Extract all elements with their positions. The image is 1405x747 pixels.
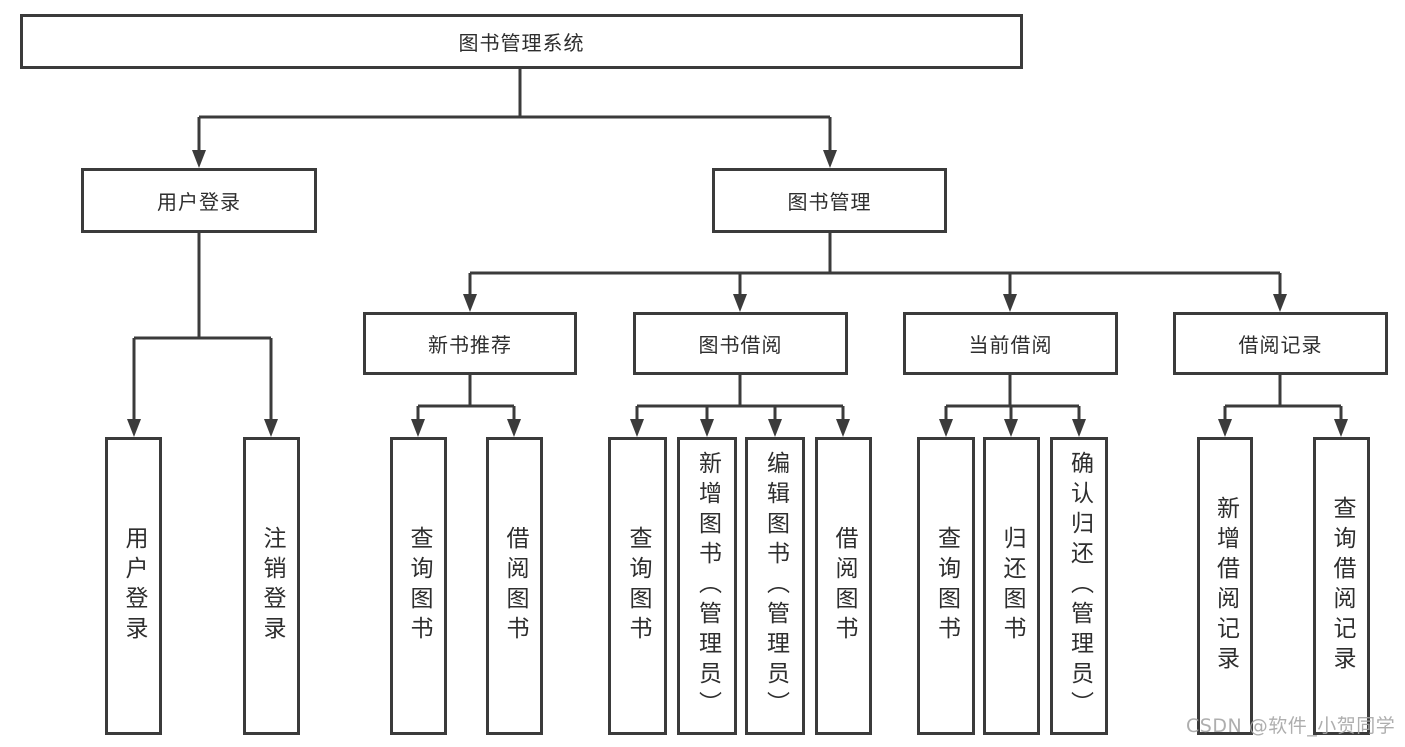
node-leaf-return-books: 归还图书 (983, 437, 1040, 735)
leaf-label: 编辑图书（管理员） (762, 451, 789, 721)
node-leaf-logout: 注销登录 (243, 437, 300, 735)
node-leaf-query-borrow-record: 查询借阅记录 (1313, 437, 1370, 735)
node-leaf-query-books-current: 查询图书 (917, 437, 975, 735)
node-leaf-add-borrow-record: 新增借阅记录 (1197, 437, 1253, 735)
node-leaf-confirm-return-admin: 确认归还（管理员） (1050, 437, 1108, 735)
node-leaf-edit-books-admin: 编辑图书（管理员） (745, 437, 805, 735)
node-new-book-recommend: 新书推荐 (363, 312, 577, 375)
node-leaf-borrow-books: 借阅图书 (815, 437, 872, 735)
node-leaf-add-books-admin: 新增图书（管理员） (677, 437, 737, 735)
leaf-label: 用户登录 (121, 526, 147, 646)
leaf-label: 查询借阅记录 (1329, 496, 1355, 676)
node-leaf-user-login: 用户登录 (105, 437, 162, 735)
leaf-label: 借阅图书 (502, 526, 528, 646)
node-book-management-branch: 图书管理 (712, 168, 947, 233)
node-borrowing-records: 借阅记录 (1173, 312, 1388, 375)
leaf-label: 归还图书 (999, 526, 1025, 646)
csdn-watermark: CSDN @软件_小贺同学 (1186, 715, 1396, 737)
node-user-login-branch: 用户登录 (81, 168, 317, 233)
node-leaf-borrow-books-recommend: 借阅图书 (486, 437, 543, 735)
leaf-label: 查询图书 (406, 526, 432, 646)
leaf-label: 查询图书 (625, 526, 651, 646)
leaf-label: 确认归还（管理员） (1066, 451, 1093, 721)
leaf-label: 借阅图书 (831, 526, 857, 646)
leaf-label: 新增图书（管理员） (694, 451, 721, 721)
leaf-label: 注销登录 (259, 526, 285, 646)
node-book-borrowing: 图书借阅 (633, 312, 848, 375)
leaf-label: 查询图书 (933, 526, 960, 646)
node-current-borrowing: 当前借阅 (903, 312, 1118, 375)
node-leaf-query-books-borrowing: 查询图书 (608, 437, 667, 735)
node-leaf-query-books-recommend: 查询图书 (390, 437, 447, 735)
node-root-library-system: 图书管理系统 (20, 14, 1023, 69)
leaf-label: 新增借阅记录 (1212, 496, 1239, 676)
